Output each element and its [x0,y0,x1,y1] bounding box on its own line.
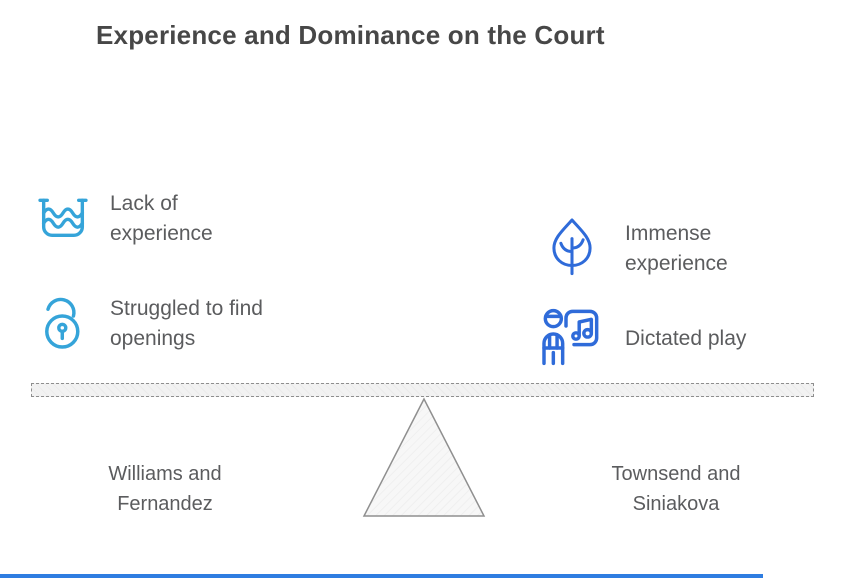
team-label-right: Townsend and Siniakova [611,463,741,515]
person-music-icon [538,302,602,366]
water-level-icon [34,187,92,245]
point-label-lack-of-experience: Lack of experience [110,192,213,245]
page-title: Experience and Dominance on the Court [96,20,605,50]
video-progress-bar[interactable] [0,574,763,578]
fulcrum-triangle [359,396,489,524]
team-label-left: Williams and Fernandez [108,463,222,515]
open-padlock-icon [36,290,96,352]
point-label-struggled-to-find-openings: Struggled to find openings [110,297,263,350]
balance-beam [31,383,814,397]
point-label-immense-experience: Immense experience [625,222,728,275]
leaf-icon [544,215,600,281]
point-label-dictated-play: Dictated play [625,327,747,350]
